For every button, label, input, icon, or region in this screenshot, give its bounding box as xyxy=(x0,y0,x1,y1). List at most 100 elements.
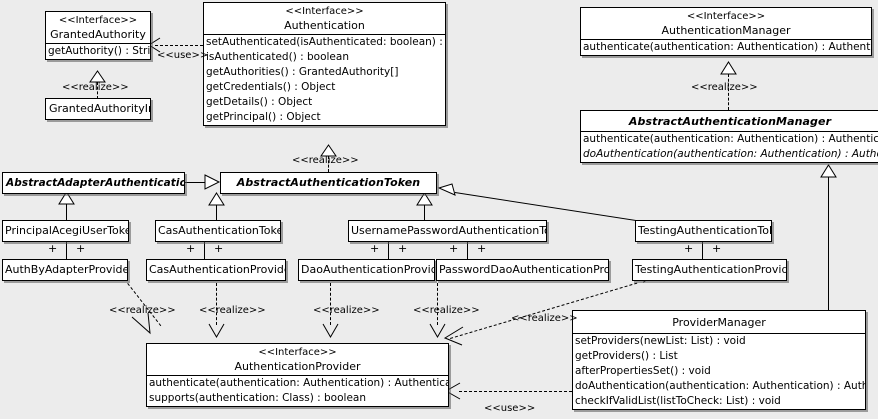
class-header-authentication-manager: <<Interface>> AuthenticationManager xyxy=(581,8,871,39)
class-header-username-password-authentication-token: UsernamePasswordAuthenticationToken xyxy=(349,221,546,241)
assoc-plus-upt-1: + xyxy=(370,242,380,255)
generalization-triangle-adaptertoken xyxy=(58,191,75,205)
class-header-authentication: <<Interface>> Authentication xyxy=(204,3,445,34)
assoc-plus-principal-left: + xyxy=(48,242,58,255)
class-cas-authentication-token[interactable]: CasAuthenticationToken xyxy=(155,220,281,242)
label-realize-authbyadapter: <<realize>> xyxy=(109,305,176,316)
operation-row: checkIfValidList(listToCheck: List) : vo… xyxy=(575,395,781,407)
class-header-testing-authentication-token: TestingAuthenticationToken xyxy=(636,221,771,241)
assoc-plus-upt-4: + xyxy=(477,242,487,255)
operation-row: getDetails() : Object xyxy=(206,96,313,108)
class-name-auth-by-adapter-provider: AuthByAdapterProvider xyxy=(5,263,127,276)
compartment-divider-abstract-authentication-manager xyxy=(581,131,878,132)
class-header-dao-authentication-provider: DaoAuthenticationProvider xyxy=(299,260,434,280)
realization-grantedauthorityimpl xyxy=(97,82,98,99)
class-header-abstract-authentication-manager: AbstractAuthenticationManager xyxy=(581,111,878,131)
class-abstract-authentication-manager[interactable]: AbstractAuthenticationManager authentica… xyxy=(580,110,878,163)
class-name-authentication-provider: AuthenticationProvider xyxy=(234,360,361,373)
class-name-abstract-authentication-manager: AbstractAuthenticationManager xyxy=(628,115,832,128)
label-realize-testingprovider: <<realize>> xyxy=(511,313,578,324)
assoc-plus-upt-3: + xyxy=(449,242,459,255)
operation-row-abstract: doAuthentication(authentication: Authent… xyxy=(583,148,878,160)
label-realize-grantedauthorityimpl: <<realize>> xyxy=(62,82,129,93)
association-upt-daoprovider xyxy=(388,240,389,260)
class-header-granted-authority-impl: GrantedAuthorityImpl xyxy=(46,99,150,119)
operation-row: authenticate(authentication: Authenticat… xyxy=(149,377,448,389)
class-name-username-password-authentication-token: UsernamePasswordAuthenticationToken xyxy=(351,224,546,237)
class-dao-authentication-provider[interactable]: DaoAuthenticationProvider xyxy=(298,259,435,281)
operation-row: getPrincipal() : Object xyxy=(206,111,321,123)
association-principaltoken-authbyadapter xyxy=(66,240,67,260)
operation-row: isAuthenticated() : boolean xyxy=(206,51,349,63)
compartment-divider-authentication-manager xyxy=(581,39,871,40)
stereotype-interface-authentication-manager: <<Interface>> xyxy=(686,11,766,22)
class-header-abstract-authentication-token: AbstractAuthenticationToken xyxy=(221,173,436,193)
class-name-cas-authentication-token: CasAuthenticationToken xyxy=(158,224,280,237)
generalization-triangle-abstractauthenticationmanager xyxy=(820,164,837,178)
class-header-cas-authentication-provider: CasAuthenticationProvider xyxy=(147,260,285,280)
class-name-testing-authentication-provider: TestingAuthenticationProvider xyxy=(635,263,786,276)
compartment-divider-granted-authority xyxy=(46,43,150,44)
class-name-abstract-authentication-token: AbstractAuthenticationToken xyxy=(236,176,421,189)
operation-row: authenticate(authentication: Authenticat… xyxy=(583,133,878,145)
realization-casprovider-line xyxy=(216,283,217,325)
class-name-principal-acegi-user-token: PrincipalAcegiUserToken xyxy=(5,224,128,237)
class-header-cas-authentication-token: CasAuthenticationToken xyxy=(156,221,280,241)
class-header-granted-authority: <<Interface>> GrantedAuthority xyxy=(46,12,150,43)
label-realize-casprovider: <<realize>> xyxy=(199,305,266,316)
class-granted-authority[interactable]: <<Interface>> GrantedAuthority getAuthor… xyxy=(45,11,151,60)
generalization-principalacegiusertoken-line xyxy=(66,204,67,221)
open-arrow-head-realize-authbyadapter xyxy=(131,312,151,335)
association-castoken-casprovider xyxy=(204,240,205,260)
generalization-usernamepasswordtoken-line xyxy=(424,205,425,221)
association-upt-passworddaoprovider xyxy=(467,240,468,260)
class-name-authentication: Authentication xyxy=(284,19,365,32)
class-abstract-adapter-authentication-token[interactable]: AbstractAdapterAuthenticationToken xyxy=(2,172,185,194)
compartment-divider-authentication xyxy=(204,34,445,35)
compartment-divider-authentication-provider xyxy=(147,375,448,376)
class-testing-authentication-token[interactable]: TestingAuthenticationToken xyxy=(635,220,772,242)
association-adaptertoken-to-abstracttoken xyxy=(185,182,206,183)
open-arrow-head-realize-passworddaoprovider xyxy=(429,323,446,339)
class-testing-authentication-provider[interactable]: TestingAuthenticationProvider xyxy=(632,259,787,281)
generalization-triangle-grantedauthority xyxy=(89,70,106,83)
class-authentication[interactable]: <<Interface>> Authentication setAuthenti… xyxy=(203,2,446,126)
class-cas-authentication-provider[interactable]: CasAuthenticationProvider xyxy=(146,259,286,281)
class-name-abstract-adapter-authentication-token: AbstractAdapterAuthenticationToken xyxy=(6,177,184,189)
operation-row: afterPropertiesSet() : void xyxy=(575,365,711,377)
class-name-testing-authentication-token: TestingAuthenticationToken xyxy=(638,224,771,237)
class-provider-manager[interactable]: ProviderManager setProviders(newList: Li… xyxy=(572,310,866,410)
class-abstract-authentication-token[interactable]: AbstractAuthenticationToken xyxy=(220,172,437,194)
operations-provider-manager: setProviders(newList: List) : void getPr… xyxy=(573,334,865,409)
class-password-dao-authentication-provider[interactable]: PasswordDaoAuthenticationProvider xyxy=(436,259,609,281)
class-principal-acegi-user-token[interactable]: PrincipalAcegiUserToken xyxy=(2,220,129,242)
operation-row: getAuthority() : String xyxy=(48,45,150,57)
association-testingtoken-testingprovider xyxy=(702,240,703,260)
realization-abstractauthenticationmanager xyxy=(728,74,729,110)
label-realize-daoprovider: <<realize>> xyxy=(313,305,380,316)
operation-row: setProviders(newList: List) : void xyxy=(575,335,746,347)
assoc-plus-upt-2: + xyxy=(398,242,408,255)
label-realize-abstractauthenticationmanager: <<realize>> xyxy=(691,82,758,93)
class-name-dao-authentication-provider: DaoAuthenticationProvider xyxy=(301,263,434,276)
generalization-triangle-authenticationmanager xyxy=(720,61,737,75)
class-granted-authority-impl[interactable]: GrantedAuthorityImpl xyxy=(45,98,151,120)
class-authentication-provider[interactable]: <<Interface>> AuthenticationProvider aut… xyxy=(146,343,449,407)
assoc-plus-cas-right: + xyxy=(214,242,224,255)
stereotype-interface-authentication: <<Interface>> xyxy=(285,6,364,17)
dependency-providermanager-uses-authenticationprovider xyxy=(459,391,572,392)
operations-authentication-provider: authenticate(authentication: Authenticat… xyxy=(147,376,448,406)
open-arrow-head-realize-daoprovider xyxy=(322,323,339,339)
operations-authentication-manager: authenticate(authentication: Authenticat… xyxy=(581,40,871,55)
class-username-password-authentication-token[interactable]: UsernamePasswordAuthenticationToken xyxy=(348,220,547,242)
open-arrow-head-realize-testingprovider xyxy=(443,326,464,346)
class-authentication-manager[interactable]: <<Interface>> AuthenticationManager auth… xyxy=(580,7,872,56)
stereotype-interface-authentication-provider: <<Interface>> xyxy=(258,347,337,358)
class-name-authentication-manager: AuthenticationManager xyxy=(661,24,791,37)
stereotype-interface-granted-authority: <<Interface>> xyxy=(58,15,138,26)
realization-daoprovider-line xyxy=(330,283,331,325)
generalization-providermanager-line xyxy=(828,177,829,310)
class-header-abstract-adapter-authentication-token: AbstractAdapterAuthenticationToken xyxy=(3,173,184,193)
operation-row: setAuthenticated(isAuthenticated: boolea… xyxy=(206,36,445,48)
class-auth-by-adapter-provider[interactable]: AuthByAdapterProvider xyxy=(2,259,128,281)
